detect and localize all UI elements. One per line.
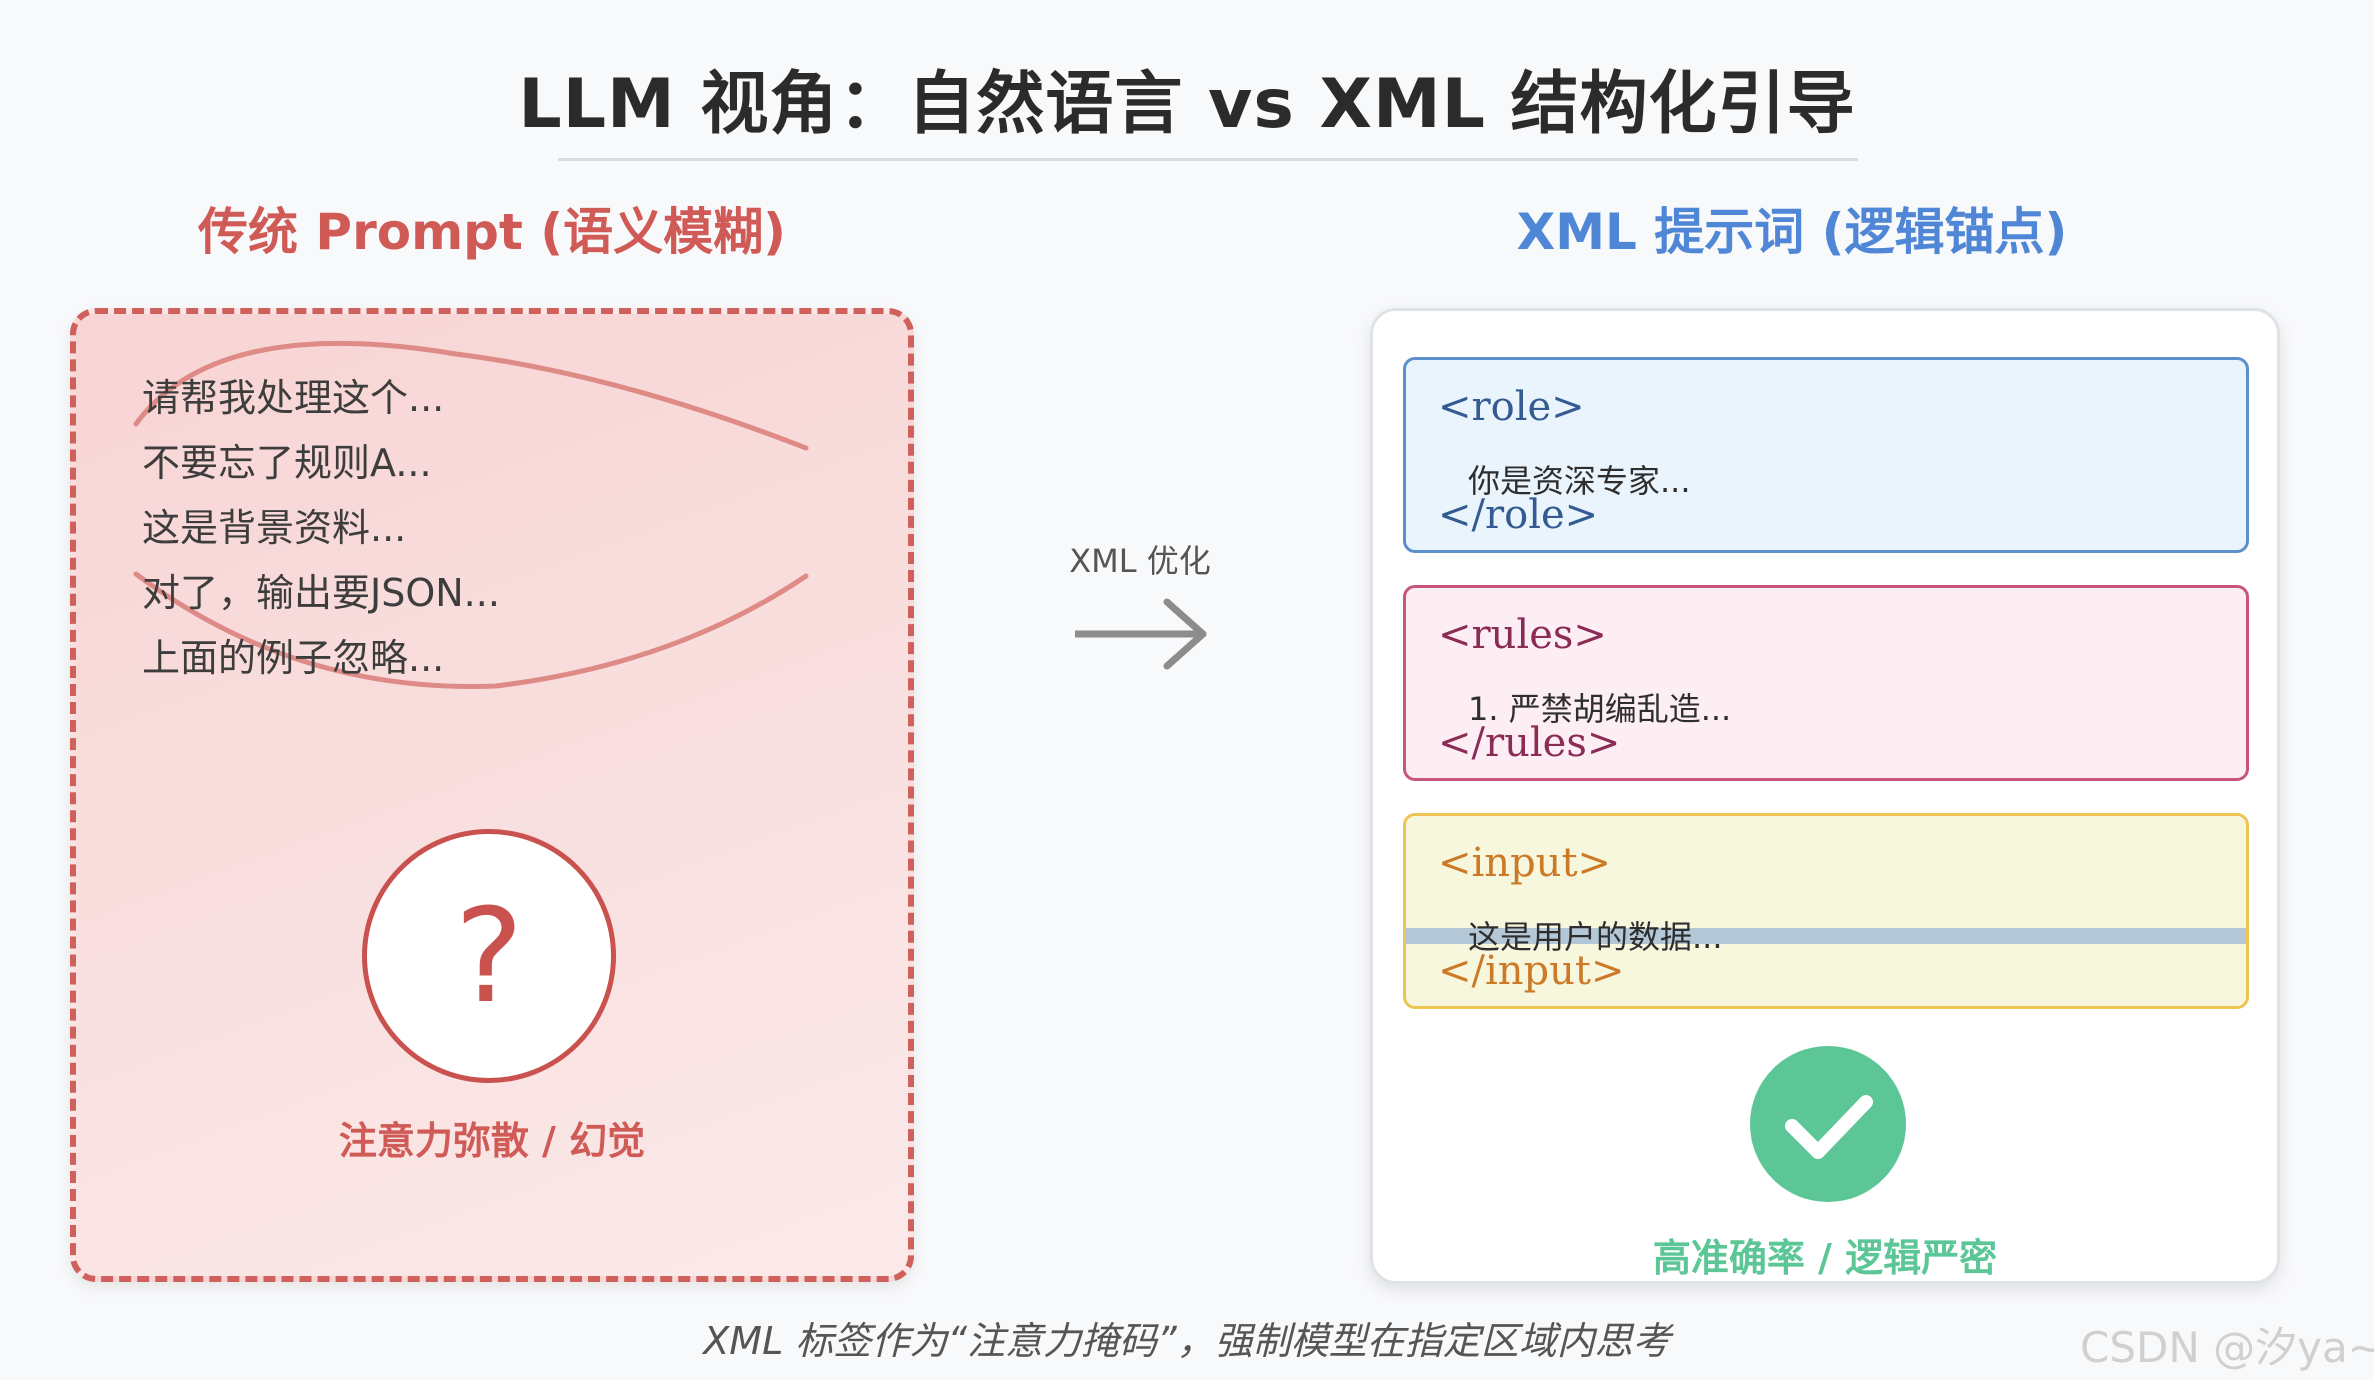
prompt-line: 这是背景资料... [142, 506, 407, 550]
high-accuracy-caption: 高准确率 / 逻辑严密 [1652, 1236, 1998, 1280]
rules-close-tag: </rules> [1438, 720, 1621, 766]
prompt-line: 上面的例子忽略... [142, 636, 445, 680]
title-divider [558, 158, 1858, 161]
question-mark-icon: ? [362, 829, 616, 1083]
page-title: LLM 视角：自然语言 vs XML 结构化引导 [518, 65, 1856, 144]
rules-block: <rules> 1. 严禁胡编乱造... </rules> [1403, 585, 2249, 781]
input-open-tag: <input> [1438, 840, 1612, 886]
arrow-label: XML 优化 [1069, 542, 1211, 580]
traditional-prompt-card: 请帮我处理这个... 不要忘了规则A... 这是背景资料... 对了，输出要JS… [70, 308, 914, 1282]
role-open-tag: <role> [1438, 384, 1585, 430]
xml-prompt-heading: XML 提示词 (逻辑锚点) [1516, 203, 2068, 261]
prompt-line: 对了，输出要JSON... [142, 571, 500, 615]
rules-open-tag: <rules> [1438, 612, 1607, 658]
prompt-line: 请帮我处理这个... [142, 376, 445, 420]
rules-content: 1. 严禁胡编乱造... [1468, 690, 1732, 728]
checkmark-icon [1750, 1046, 1906, 1202]
question-mark-glyph: ? [454, 880, 524, 1032]
input-content: 这是用户的数据... [1468, 918, 1723, 956]
checkmark-glyph [1785, 1095, 1873, 1159]
csdn-watermark: CSDN @汐ya~ [2080, 1323, 2374, 1372]
role-content: 你是资深专家... [1468, 462, 1691, 500]
xml-prompt-card: <role> 你是资深专家... </role> <rules> 1. 严禁胡编… [1370, 308, 2280, 1284]
role-block: <role> 你是资深专家... </role> [1403, 357, 2249, 553]
traditional-prompt-heading: 传统 Prompt (语义模糊) [198, 203, 786, 261]
footer-note: XML 标签作为“注意力掩码”，强制模型在指定区域内思考 [703, 1319, 1671, 1363]
input-block: <input> 这是用户的数据... </input> [1403, 813, 2249, 1009]
scan-highlight-bar [1406, 928, 2246, 944]
prompt-line: 不要忘了规则A... [142, 441, 432, 485]
right-arrow-icon [1075, 598, 1207, 670]
role-close-tag: </role> [1438, 492, 1599, 538]
prompt-text-lines: 请帮我处理这个... 不要忘了规则A... 这是背景资料... 对了，输出要JS… [142, 366, 500, 691]
input-close-tag: </input> [1438, 948, 1625, 994]
attention-diffusion-caption: 注意力弥散 / 幻觉 [338, 1119, 646, 1163]
scribble-lines-icon [133, 340, 809, 689]
